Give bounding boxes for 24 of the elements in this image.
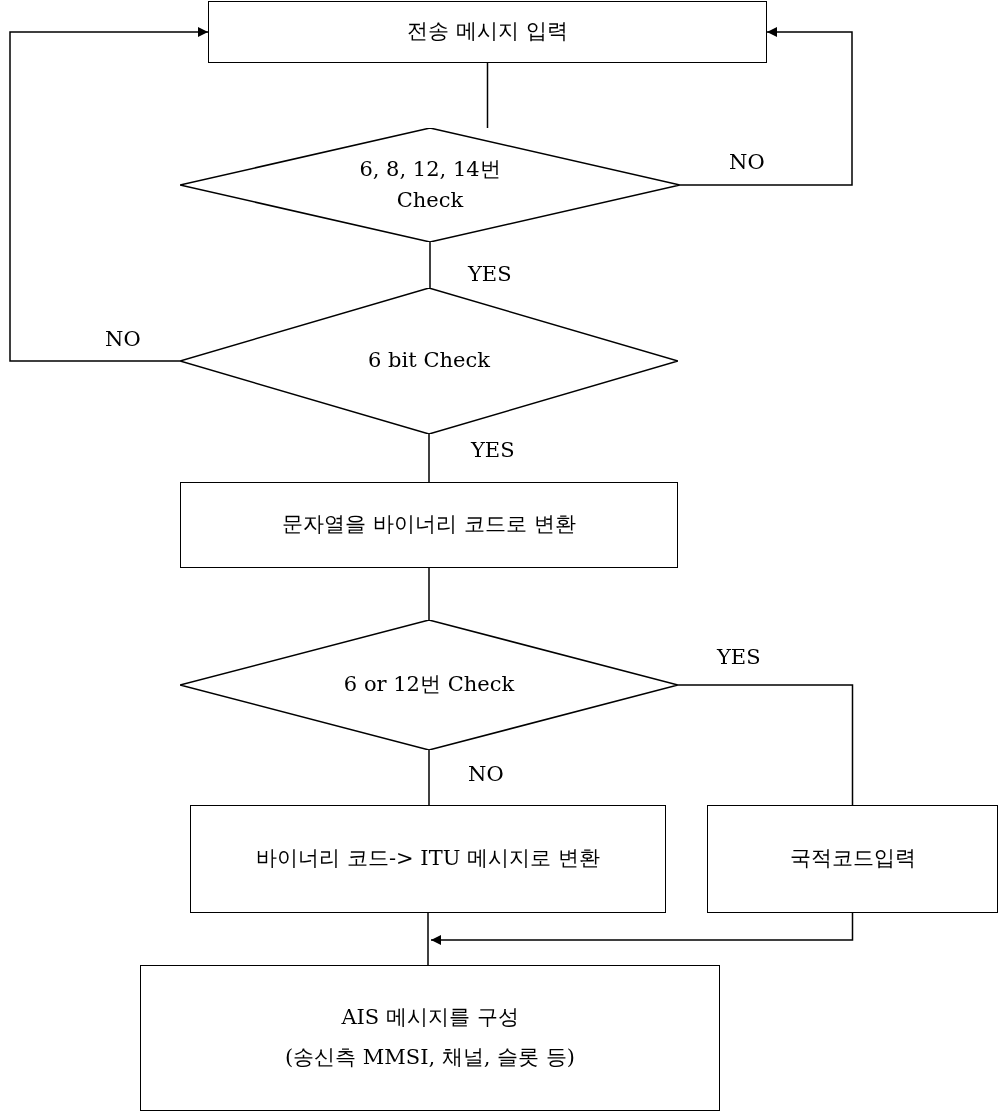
process-box <box>190 805 666 913</box>
step-text: (송신측 MMSI, 채널, 슬롯 등) <box>283 1044 577 1071</box>
step-text: 6, 8, 12, 14번 Check <box>358 155 502 214</box>
step-text: 6 or 12번 Check <box>342 671 516 699</box>
connector-line <box>486 62 489 129</box>
connector-line <box>428 567 430 621</box>
connector-line <box>428 749 430 806</box>
connector-line <box>677 684 854 806</box>
step-text: 국적코드입력 <box>788 845 917 873</box>
step-text: 6 bit Check <box>367 347 491 375</box>
connector-line <box>428 433 430 483</box>
process-box <box>707 805 998 913</box>
step-text: 바이너리 코드-> ITU 메시지로 변환 <box>255 845 601 873</box>
arrow <box>9 27 209 362</box>
process-box <box>208 1 767 63</box>
arrow <box>430 912 854 945</box>
process-box <box>180 482 678 568</box>
connector-line <box>429 241 431 289</box>
process-box <box>140 965 720 1111</box>
step-text: 문자열을 바이너리 코드로 변환 <box>281 511 577 539</box>
step-text: 전송 메시지 입력 <box>406 18 569 46</box>
arrow <box>679 27 853 186</box>
step-text: AIS 메시지를 구성 <box>340 1004 520 1032</box>
connector-line <box>427 912 429 966</box>
